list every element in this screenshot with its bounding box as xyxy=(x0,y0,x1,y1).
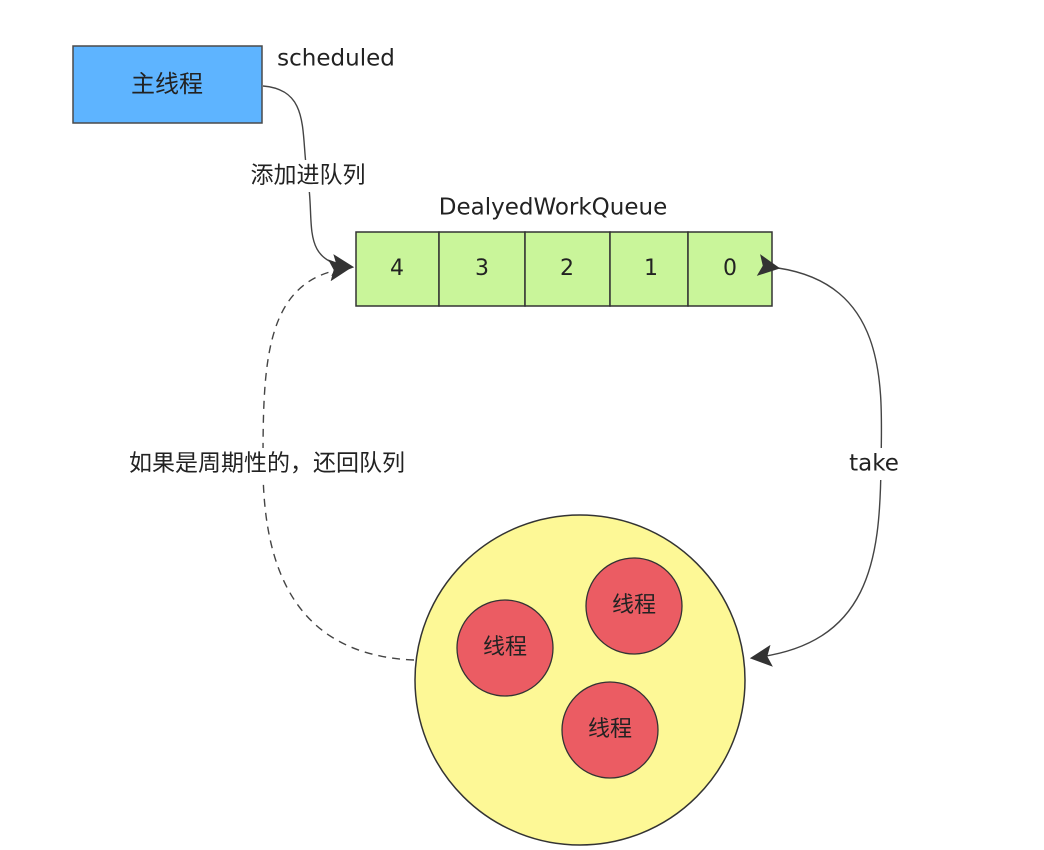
take-label: take xyxy=(849,451,899,477)
queue: 4 3 2 1 0 xyxy=(355,231,773,307)
thread-node: 线程 xyxy=(456,599,554,697)
queue-cell: 0 xyxy=(687,231,773,307)
thread-circle xyxy=(585,557,683,655)
queue-cell-value: 3 xyxy=(475,256,489,281)
queue-cell-box xyxy=(609,231,689,307)
scheduled-label: scheduled xyxy=(277,46,395,72)
thread-pool-circle xyxy=(414,514,746,846)
enqueue-label-backdrop xyxy=(240,160,376,192)
thread-label: 线程 xyxy=(588,717,632,742)
enqueue-label: 添加进队列 xyxy=(251,163,366,189)
thread-node: 线程 xyxy=(561,681,659,779)
queue-cell-box xyxy=(355,231,440,307)
main-thread-node: 主线程 xyxy=(72,45,263,124)
queue-cell-value: 1 xyxy=(644,256,658,281)
queue-cell-box xyxy=(438,231,526,307)
queue-cell: 2 xyxy=(524,231,611,307)
thread-node: 线程 xyxy=(585,557,683,655)
queue-cell: 4 xyxy=(355,231,440,307)
thread-label: 线程 xyxy=(612,593,656,618)
queue-cell-value: 4 xyxy=(390,256,404,281)
thread-circle xyxy=(456,599,554,697)
thread-circle xyxy=(561,681,659,779)
queue-title: DealyedWorkQueue xyxy=(439,195,668,221)
requeue-label-backdrop xyxy=(108,448,426,480)
queue-cell-value: 0 xyxy=(723,256,737,281)
queue-cell-value: 2 xyxy=(560,256,574,281)
main-thread-label: 主线程 xyxy=(131,70,203,98)
queue-cell: 1 xyxy=(609,231,689,307)
requeue-label: 如果是周期性的，还回队列 xyxy=(129,451,405,477)
main-thread-box xyxy=(72,45,263,124)
requeue-edge xyxy=(262,259,415,661)
thread-pool: 线程 线程 线程 xyxy=(414,514,746,846)
queue-cell: 3 xyxy=(438,231,526,307)
take-label-backdrop xyxy=(846,448,904,480)
thread-label: 线程 xyxy=(483,635,527,660)
